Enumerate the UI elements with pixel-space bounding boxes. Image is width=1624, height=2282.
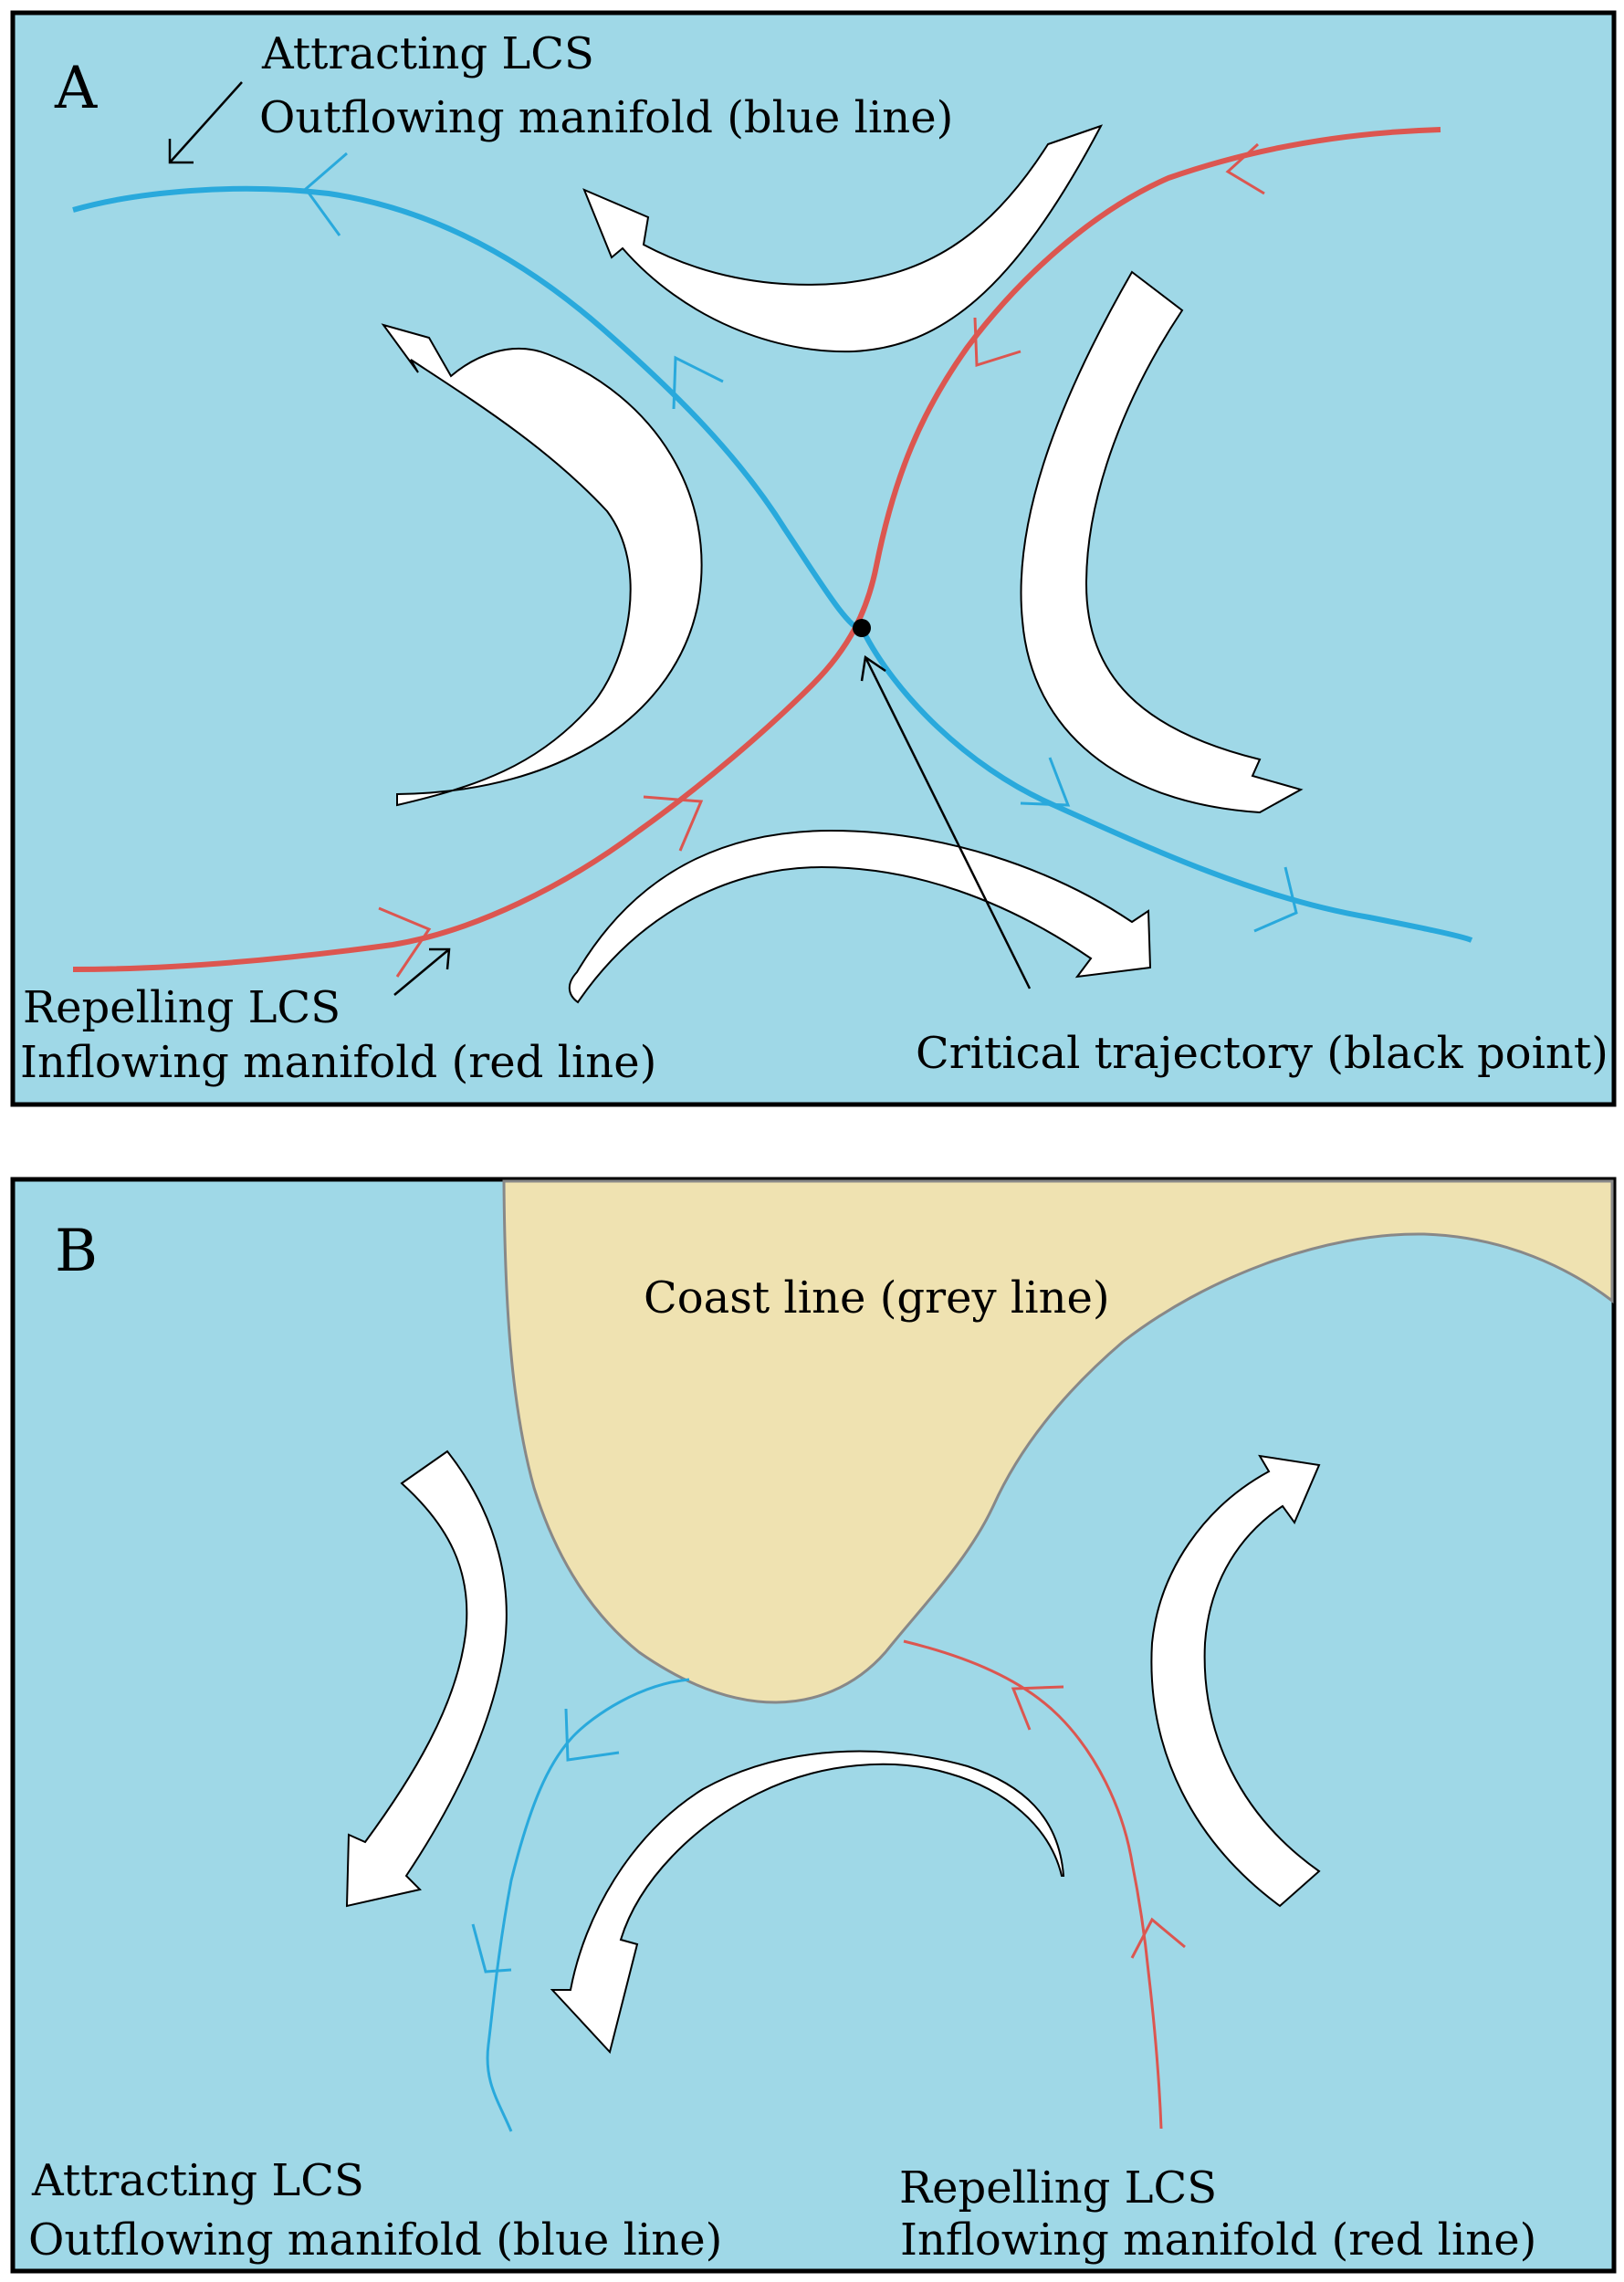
attracting-manifold-a bbox=[72, 185, 1473, 943]
chevron-att-4 bbox=[1253, 866, 1298, 933]
panel-b-letter: B bbox=[55, 1218, 98, 1285]
panel-b-repelling-label-2: Inflowing manifold (red line) bbox=[900, 2214, 1536, 2266]
chevron-rep-b-1 bbox=[1011, 1685, 1064, 1731]
pointer-repelling-a-head bbox=[429, 947, 451, 970]
repelling-chevrons-b bbox=[1011, 1685, 1186, 1959]
panel-a-attracting-label-2: Outflowing manifold (blue line) bbox=[259, 92, 953, 143]
panel-a-flow-arrows bbox=[381, 124, 1304, 1004]
chevron-att-1 bbox=[303, 152, 348, 236]
panel-b-attracting-label-1: Attracting LCS bbox=[31, 2155, 364, 2206]
chevron-rep-4 bbox=[1225, 142, 1265, 195]
panel-b-flow-arrows bbox=[345, 1450, 1321, 2055]
pointer-repelling-a bbox=[393, 948, 450, 996]
chevron-rep-b-2 bbox=[1130, 1917, 1186, 1959]
chevron-att-b-2 bbox=[471, 1923, 512, 1973]
flow-arrow-bottom bbox=[568, 829, 1152, 1004]
repelling-chevrons-a bbox=[378, 142, 1265, 978]
panel-b-coast-label: Coast line (grey line) bbox=[644, 1272, 1110, 1324]
chevron-rep-1 bbox=[378, 906, 432, 978]
flow-arrow-b-left bbox=[345, 1450, 508, 1908]
panel-b: B Coast line (grey line) Attracting LCS … bbox=[10, 1177, 1617, 2274]
panel-a-attracting-label-1: Attracting LCS bbox=[261, 28, 594, 79]
flow-arrow-b-right bbox=[1150, 1454, 1321, 1908]
chevron-att-2 bbox=[672, 355, 724, 410]
panel-a-repelling-label-2: Inflowing manifold (red line) bbox=[20, 1037, 656, 1088]
attracting-chevrons-a bbox=[303, 152, 1298, 933]
chevron-att-b-1 bbox=[564, 1708, 620, 1762]
flow-arrow-b-bottom bbox=[550, 1750, 1065, 2055]
pointer-critical-head bbox=[860, 654, 886, 682]
pointer-critical bbox=[864, 656, 1032, 989]
repelling-manifold-b bbox=[903, 1639, 1163, 2130]
pointer-attracting-a-head bbox=[168, 139, 194, 164]
panel-a: A Attracting LCS Outflowing manifold (bl… bbox=[10, 10, 1617, 1107]
panel-b-repelling-label-1: Repelling LCS bbox=[899, 2162, 1217, 2214]
land-mass bbox=[502, 1179, 1614, 1704]
pointer-attracting-a bbox=[169, 81, 243, 163]
panel-a-water bbox=[10, 10, 1617, 1107]
attracting-chevrons-b bbox=[471, 1708, 620, 1973]
flow-arrow-right bbox=[1020, 270, 1304, 814]
pointer-arrows-a bbox=[168, 81, 1032, 996]
attracting-manifold-b bbox=[486, 1678, 690, 2132]
chevron-rep-3 bbox=[973, 317, 1022, 368]
flow-arrow-left bbox=[381, 323, 703, 807]
chevron-att-3 bbox=[1020, 757, 1071, 807]
critical-point bbox=[853, 619, 871, 637]
panel-a-letter: A bbox=[54, 55, 98, 122]
panel-a-critical-label: Critical trajectory (black point) bbox=[916, 1028, 1608, 1079]
flow-arrow-top bbox=[582, 124, 1104, 353]
panel-a-repelling-label-1: Repelling LCS bbox=[23, 982, 341, 1033]
panel-b-attracting-label-2: Outflowing manifold (blue line) bbox=[28, 2214, 722, 2266]
chevron-rep-2 bbox=[643, 795, 704, 852]
